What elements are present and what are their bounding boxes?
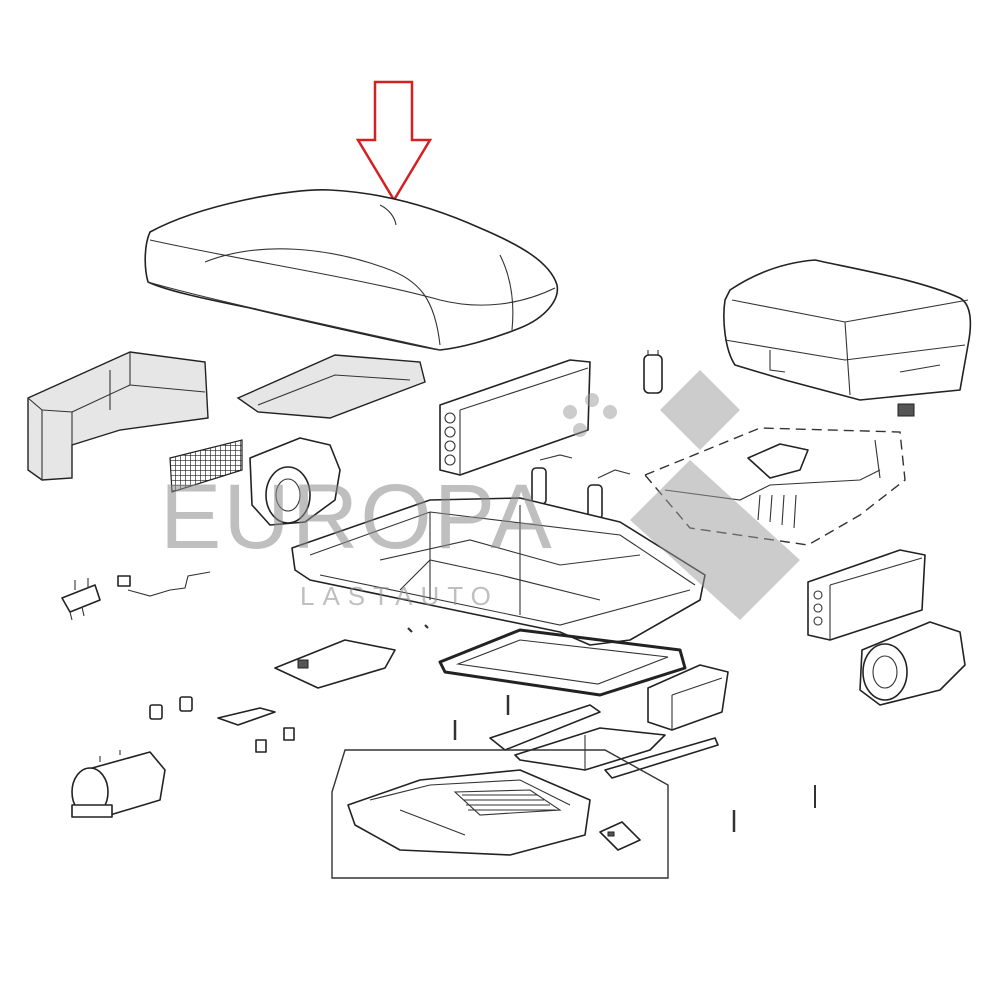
blower-fan-right[interactable] <box>859 621 966 706</box>
condenser-coil-center[interactable] <box>439 359 591 476</box>
evaporator-coil-right[interactable] <box>807 549 926 641</box>
mounting-bracket-small[interactable] <box>217 707 276 726</box>
watermark-logo-icon <box>630 370 800 620</box>
compressor-motor[interactable] <box>71 750 166 818</box>
temperature-sensor-2[interactable] <box>587 469 631 520</box>
ceiling-unit-section[interactable] <box>331 749 669 879</box>
blower-fan-left[interactable] <box>249 437 341 526</box>
watermark-brand: EUROPA <box>160 466 554 568</box>
relay-terminal[interactable] <box>61 578 101 621</box>
remote-control[interactable] <box>599 821 641 851</box>
base-pan[interactable] <box>291 497 706 646</box>
side-housing-panel[interactable] <box>27 351 209 481</box>
connector-2[interactable] <box>179 696 193 712</box>
small-clip[interactable] <box>117 575 131 587</box>
gasket-frame[interactable] <box>438 628 687 697</box>
drain-box[interactable] <box>647 664 729 731</box>
connector-3[interactable] <box>255 739 267 753</box>
bracket-plate[interactable] <box>274 639 396 689</box>
connector-4[interactable] <box>283 727 295 741</box>
rear-cover-box[interactable] <box>723 259 972 401</box>
watermark-sub: LASTAUTO <box>300 581 499 611</box>
mounting-frame[interactable] <box>489 704 719 779</box>
small-switch[interactable] <box>897 403 915 417</box>
screw-small[interactable] <box>407 624 429 633</box>
temperature-sensor-1[interactable] <box>531 454 573 505</box>
wire-harness[interactable] <box>127 571 211 597</box>
filter-grille[interactable] <box>169 439 243 493</box>
capacitor[interactable] <box>643 350 663 394</box>
top-cover-shell[interactable] <box>144 189 559 351</box>
red-arrow-indicator <box>355 80 433 203</box>
watermark: EUROPA LASTAUTO <box>160 370 800 620</box>
insulation-plate[interactable] <box>236 354 426 419</box>
connector-1[interactable] <box>149 704 163 720</box>
